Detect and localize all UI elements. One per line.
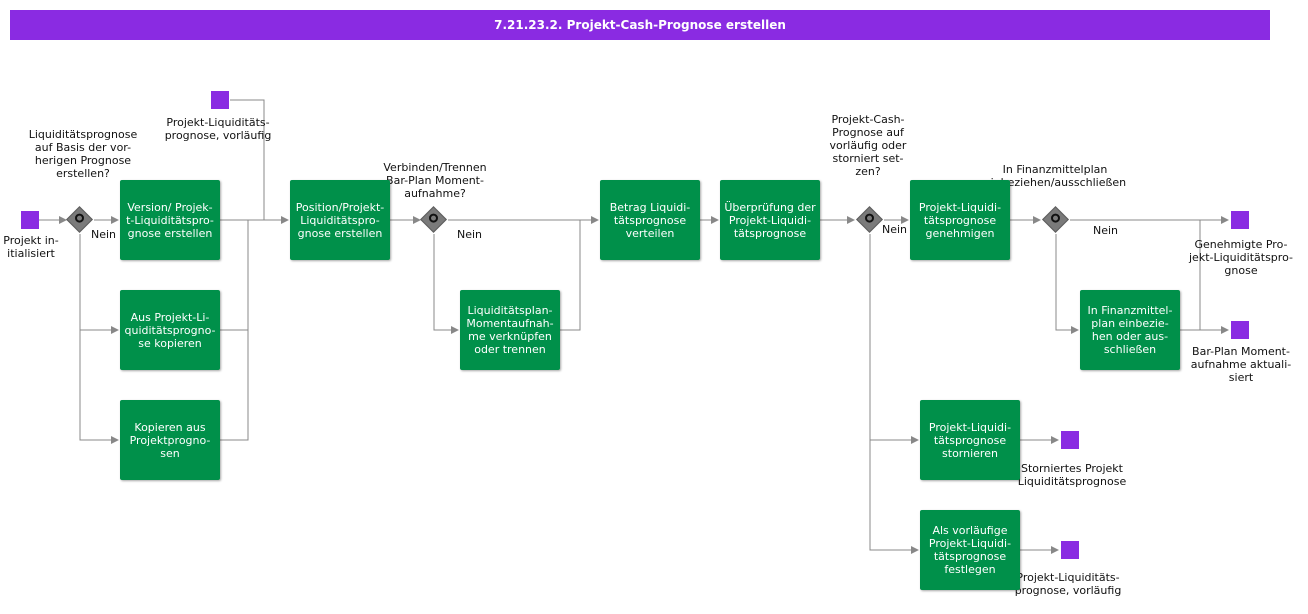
end-event-storniert[interactable] xyxy=(1061,431,1079,449)
edge-kopieren1-merge xyxy=(220,220,249,331)
task-kopieren-aus-projektprognosen[interactable]: Kopieren aus Projektprogno- sen xyxy=(120,400,220,480)
edge-kopieren2-merge xyxy=(220,330,249,441)
end-event-storniert-label: Storniertes Projekt Liquiditätsprognose xyxy=(1017,462,1127,488)
edge-g1-kopieren1 xyxy=(79,234,119,334)
task-finanzmittelplan[interactable]: In Finanzmittel- plan einbezie- hen oder… xyxy=(1080,290,1180,370)
gateway-finanzmittelplan-no-label: Nein xyxy=(1093,224,1119,237)
end-event-vorlaeufig-label: Projekt-Liquiditäts- prognose, vorläufig xyxy=(1014,571,1122,597)
gateway-vorlaeufig-storniert-question: Projekt-Cash- Prognose auf vorläufig ode… xyxy=(829,113,907,178)
data-object-vorlaeufig-label: Projekt-Liquiditäts- prognose, vorläufig xyxy=(164,116,272,142)
data-object-vorlaeufig[interactable] xyxy=(211,91,229,109)
task-genehmigen[interactable]: Projekt-Liquidi- tätsprognose genehmigen xyxy=(910,180,1010,260)
start-event[interactable] xyxy=(21,211,39,229)
gateway-vorherige-prognose-question: Liquiditätsprognose auf Basis der vor- h… xyxy=(28,128,138,180)
end-event-genehmigt-label: Genehmigte Pro- jekt-Liquiditätspro- gno… xyxy=(1189,238,1293,277)
task-betrag-verteilen[interactable]: Betrag Liquidi- tätsprognose verteilen xyxy=(600,180,700,260)
task-aus-prognose-kopieren[interactable]: Aus Projekt-Li- quiditätsprogno- se kopi… xyxy=(120,290,220,370)
edge-g4-finanz xyxy=(1055,234,1079,334)
gateway-vorlaeufig-storniert-no-label: Nein xyxy=(882,223,908,236)
edge-liqplan-merge xyxy=(560,220,581,331)
end-event-genehmigt[interactable] xyxy=(1231,211,1249,229)
gateway-finanzmittelplan-question: In Finanzmittelplan einbeziehen/ausschli… xyxy=(983,163,1127,189)
diagram-title: 7.21.23.2. Projekt-Cash-Prognose erstell… xyxy=(10,10,1270,40)
edge-g2-liqplan xyxy=(433,234,459,334)
edge-g1-kopieren2 xyxy=(79,330,119,444)
start-event-label: Projekt in- itialisiert xyxy=(3,234,59,260)
gateway-verbinden-trennen-no-label: Nein xyxy=(457,228,483,241)
gateway-vorherige-prognose-no-label: Nein xyxy=(91,228,117,241)
task-version-erstellen[interactable]: Version/ Projek- t-Liquiditätspro- gnose… xyxy=(120,180,220,260)
end-event-barplan-label: Bar-Plan Moment- aufnahme aktuali- siert xyxy=(1190,345,1292,384)
edge-data-position xyxy=(230,99,265,220)
task-ueberpruefung[interactable]: Überprüfung der Projekt-Liquidi- tätspro… xyxy=(720,180,820,260)
end-event-barplan[interactable] xyxy=(1231,321,1249,339)
task-liquiditaetsplan-verknuepfen[interactable]: Liquiditätsplan- Momentaufnah- me verknü… xyxy=(460,290,560,370)
edge-g3-stornieren xyxy=(869,234,919,444)
gateway-verbinden-trennen-question: Verbinden/Trennen Bar-Plan Moment- aufna… xyxy=(383,161,487,200)
task-position-erstellen[interactable]: Position/Projekt- Liquiditätspro- gnose … xyxy=(290,180,390,260)
task-stornieren[interactable]: Projekt-Liquidi- tätsprognose stornieren xyxy=(920,400,1020,480)
end-event-vorlaeufig[interactable] xyxy=(1061,541,1079,559)
task-vorlaeufig-festlegen[interactable]: Als vorläufige Projekt-Liquidi- tätsprog… xyxy=(920,510,1020,590)
edge-g3-festlegen xyxy=(869,440,919,554)
